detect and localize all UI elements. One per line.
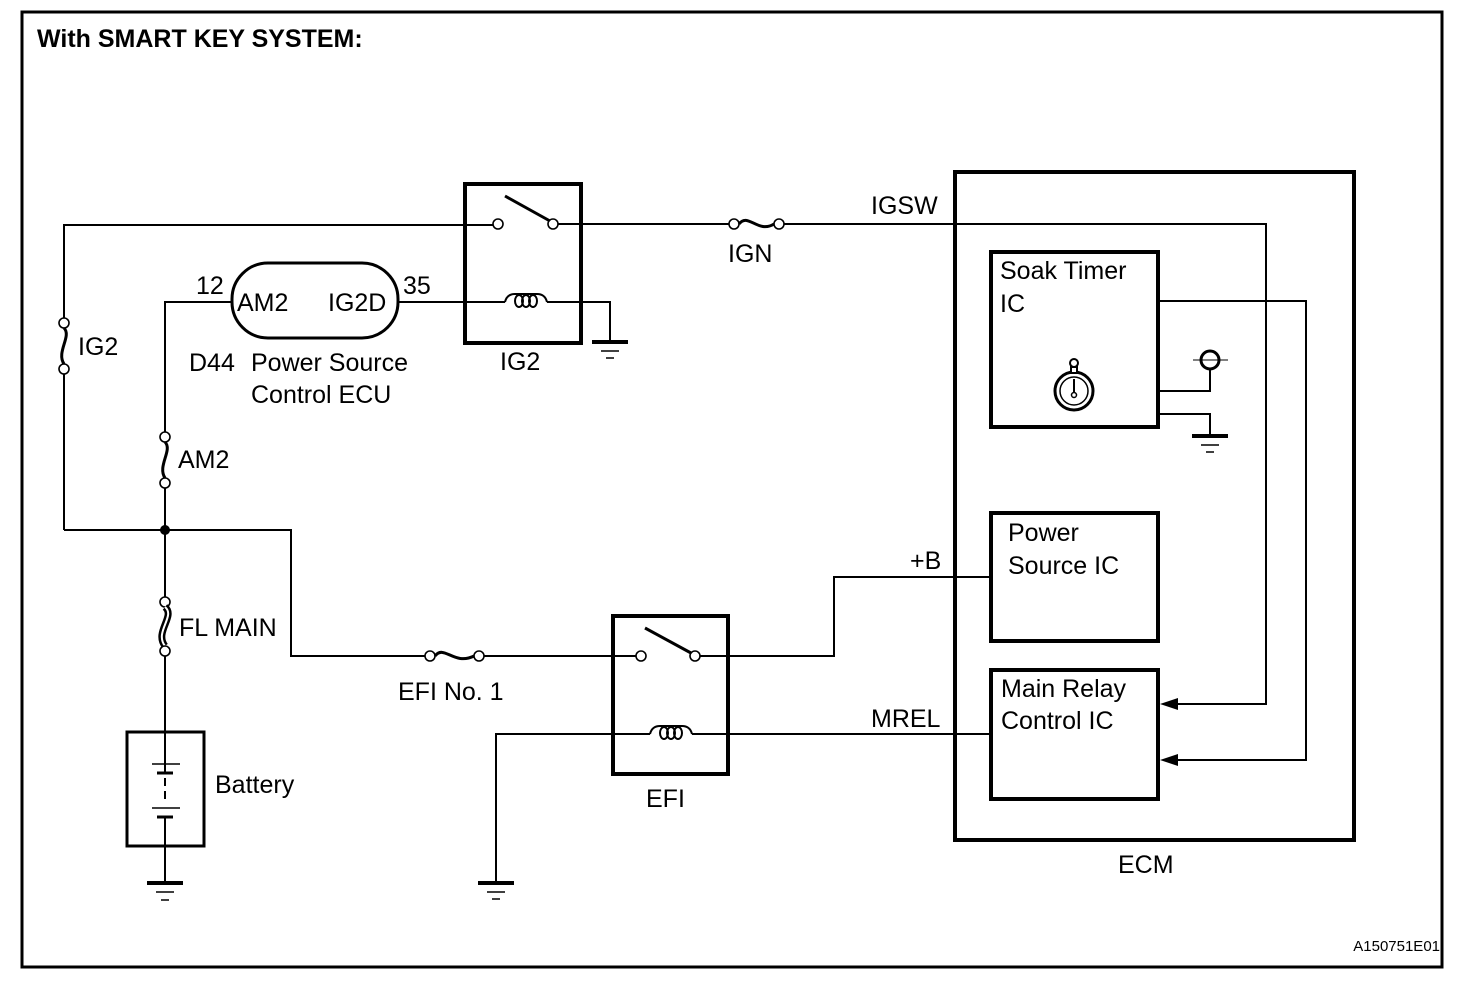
ig2-relay-label: IG2 xyxy=(500,348,540,376)
plus-b-terminal-label: +B xyxy=(910,547,941,575)
efi-relay-label: EFI xyxy=(646,785,685,813)
power-source-ic-label-line2: Source IC xyxy=(1008,552,1119,580)
ig2-relay: IG2 xyxy=(463,182,583,376)
ig2-fuse-branch: IG2 xyxy=(58,224,495,530)
battery-label: Battery xyxy=(215,771,295,799)
main-relay-ic-label-line2: Control IC xyxy=(1001,707,1114,735)
soak-timer-arrow-icon xyxy=(1160,754,1178,766)
battery: Battery xyxy=(125,730,295,901)
pin-35-number: 35 xyxy=(403,272,431,300)
efi-relay-coil-icon xyxy=(649,725,693,740)
am2-fuse-branch: AM2 xyxy=(159,301,232,530)
main-relay-ic-label-line1: Main Relay xyxy=(1001,675,1127,703)
ecu-connector-code: D44 xyxy=(189,349,235,377)
efi-relay: EFI xyxy=(611,614,730,813)
soak-timer-battery-wire xyxy=(1158,368,1211,392)
efi-no1-fuse-icon xyxy=(424,650,485,662)
ecm: ECM Soak Timer IC xyxy=(953,170,1356,879)
battery-ground-icon xyxy=(147,881,183,901)
ig2-fuse-icon xyxy=(58,317,70,375)
power-source-ic: Power Source IC xyxy=(989,511,1160,643)
ecu-connector-outline xyxy=(230,261,400,340)
stopwatch-icon xyxy=(1053,358,1095,412)
battery-cell-icon xyxy=(152,732,180,846)
soak-timer-ic: Soak Timer IC xyxy=(989,250,1160,429)
efi-no1-fuse-label: EFI No. 1 xyxy=(398,678,504,706)
diagram-frame xyxy=(20,10,1444,969)
backup-power-icon xyxy=(1193,349,1228,371)
soak-timer-ground-wire xyxy=(1158,413,1211,436)
pin-am2-label: AM2 xyxy=(237,289,288,317)
mrel-terminal-label: MREL xyxy=(871,705,941,733)
pin-ig2d-label: IG2D xyxy=(328,289,386,317)
soak-timer-label-line1: Soak Timer xyxy=(1000,257,1126,285)
efi-relay-ground-icon xyxy=(478,881,514,900)
power-source-control-ecu: 12 AM2 IG2D 35 D44 Power Source Control … xyxy=(189,261,431,409)
ecm-ground-icon xyxy=(1192,434,1228,453)
fl-main-branch: FL MAIN xyxy=(158,530,277,732)
efi-relay-box xyxy=(611,614,730,776)
efi-relay-switch-icon xyxy=(635,626,701,662)
plus-b-wire xyxy=(700,576,991,657)
power-source-ic-label-line1: Power xyxy=(1008,519,1079,547)
ig2-relay-switch-icon xyxy=(492,194,559,230)
power-source-ic-box xyxy=(989,511,1160,643)
fl-main-label: FL MAIN xyxy=(179,614,277,642)
diagram-title: With SMART KEY SYSTEM: xyxy=(37,25,363,53)
fl-main-fuse-icon xyxy=(158,596,172,657)
ecu-name-line1: Power Source xyxy=(251,349,408,377)
efi-feed-wire xyxy=(64,529,425,657)
ig2-relay-coil-icon xyxy=(504,293,548,308)
ign-fuse-icon xyxy=(728,218,785,230)
pin-12-number: 12 xyxy=(196,272,224,300)
soak-timer-output-wire xyxy=(1158,300,1307,761)
igsw-wire xyxy=(784,223,1267,705)
ig2-relay-box xyxy=(463,182,583,345)
main-relay-control-ic: Main Relay Control IC xyxy=(989,668,1178,801)
soak-timer-box xyxy=(989,250,1160,429)
ign-fuse-label: IGN xyxy=(728,240,772,268)
efi-coil-ground-wire xyxy=(495,733,650,883)
ecm-box xyxy=(953,170,1356,842)
ig2-relay-ground-icon xyxy=(592,340,628,359)
am2-fuse-label: AM2 xyxy=(178,446,229,474)
ecm-label: ECM xyxy=(1118,851,1174,879)
soak-timer-label-line2: IC xyxy=(1000,290,1025,318)
ecu-name-line2: Control ECU xyxy=(251,381,391,409)
igsw-terminal-label: IGSW xyxy=(871,192,938,220)
ig2-coil-ground-wire xyxy=(547,301,611,342)
ig2-fuse-label: IG2 xyxy=(78,333,118,361)
igsw-arrow-icon xyxy=(1160,698,1178,710)
figure-id: A150751E01 xyxy=(1353,938,1440,955)
main-relay-control-ic-box xyxy=(989,668,1160,801)
am2-fuse-icon xyxy=(159,431,171,489)
